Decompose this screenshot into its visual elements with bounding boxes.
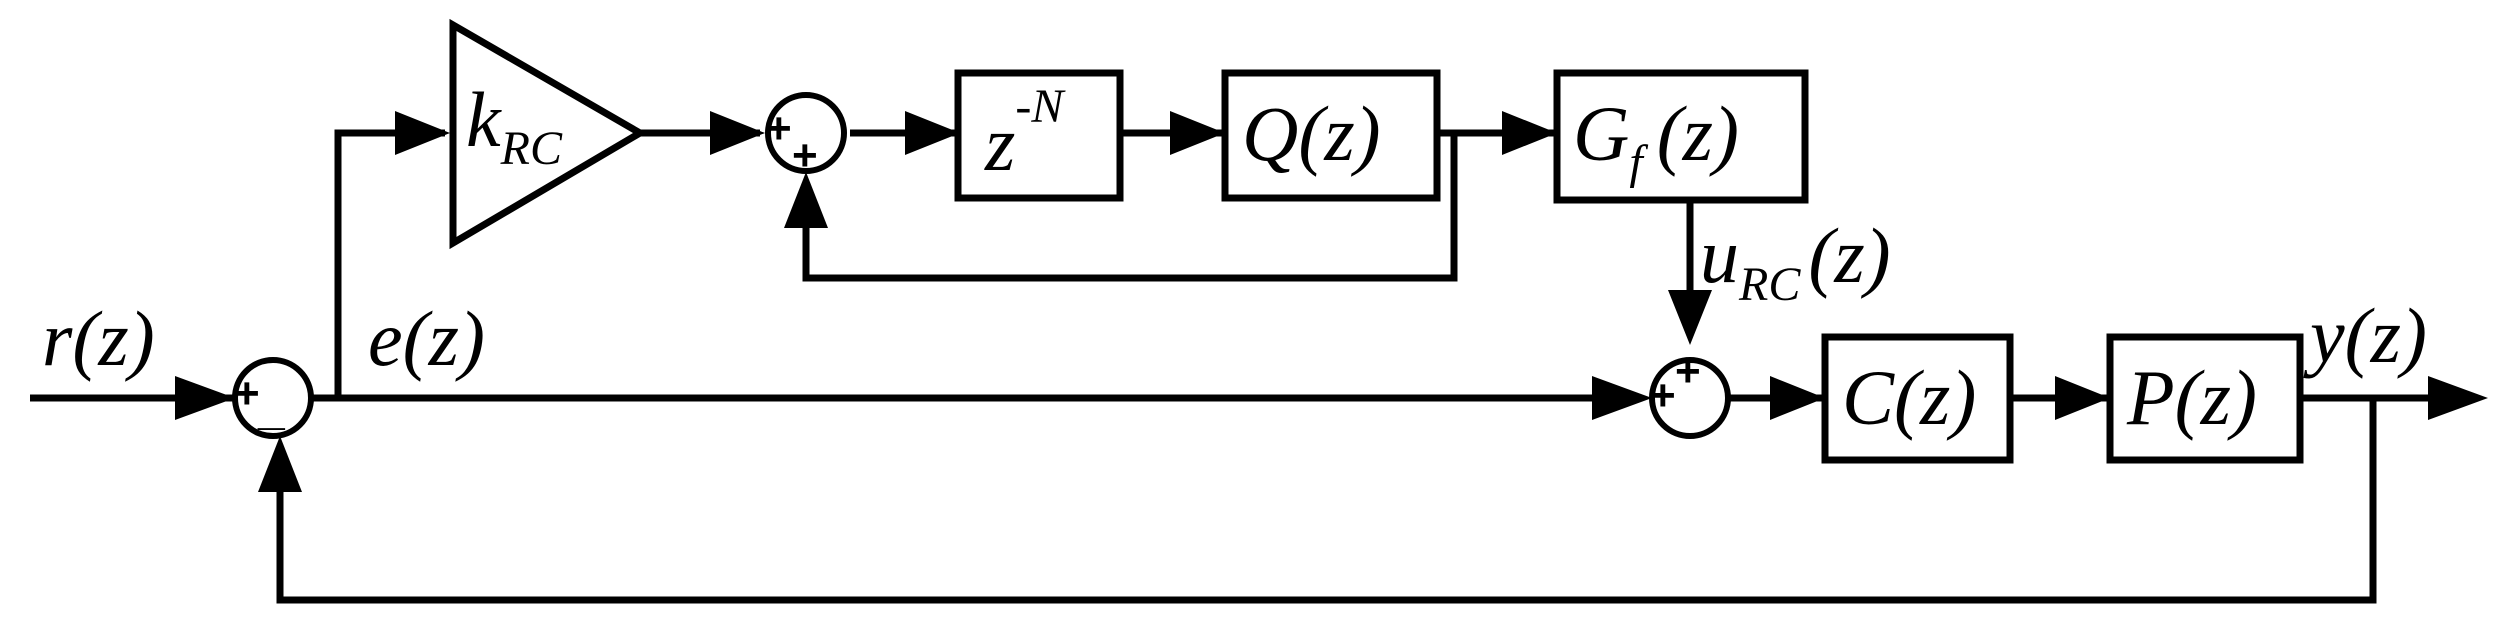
summing-junction-internal: + + — [765, 92, 847, 180]
signal-label-u-rc: uRC(z) — [1700, 212, 1891, 311]
controller-block — [1821, 333, 2014, 464]
summing-junction-error: + _ — [232, 357, 314, 439]
r-arg: (z) — [72, 295, 154, 382]
gf-arg: (z) — [1657, 90, 1739, 177]
r-symbol: r — [42, 295, 73, 382]
q-filter-block — [1221, 69, 1441, 202]
q-name: Q — [1242, 90, 1298, 177]
plant-block — [2106, 333, 2304, 464]
arrow-into-q — [1170, 111, 1225, 155]
gf-compensator-label: Gf(z) — [1573, 90, 1739, 189]
sum2-circle — [765, 92, 847, 174]
arrow-into-sum3-top — [1668, 290, 1712, 345]
sum3-circle — [1649, 357, 1731, 439]
wire-internal-feedback — [802, 133, 1458, 282]
signal-label-r: r(z) — [42, 295, 155, 382]
e-arg: (z) — [403, 295, 485, 382]
delay-exponent: -N — [1015, 80, 1066, 133]
u-symbol: u — [1700, 212, 1739, 299]
p-name: P — [2126, 354, 2175, 441]
arrow-into-gf — [1502, 111, 1557, 155]
sum3-plus-top: + — [1675, 347, 1701, 396]
arrow-into-delay — [905, 111, 960, 155]
arrow-into-sum1 — [175, 376, 235, 420]
q-filter-label: Q(z) — [1242, 90, 1381, 177]
sum1-circle — [232, 357, 314, 439]
arrow-into-sum3-left — [1592, 376, 1652, 420]
arrow-into-sum1-bottom — [258, 436, 302, 492]
sum1-minus-sign: _ — [257, 382, 286, 435]
sum1-plus-sign: + — [234, 369, 260, 418]
y-arg: (z) — [2345, 292, 2427, 379]
arrow-into-sum2 — [710, 111, 765, 155]
signal-label-y: y(z) — [2303, 292, 2427, 379]
delay-block — [954, 69, 1124, 202]
controller-label: C(z) — [1842, 354, 1976, 441]
gain-k: k — [466, 76, 502, 163]
delay-label: z-N — [984, 80, 1066, 187]
gf-compensator-block — [1553, 69, 1809, 204]
u-subscript: RC — [1738, 258, 1801, 311]
arrow-output — [2428, 376, 2488, 420]
gain-label: kRC — [466, 76, 563, 175]
plant-label: P(z) — [2126, 354, 2257, 441]
gf-name: G — [1573, 90, 1629, 177]
arrow-into-p — [2055, 376, 2110, 420]
wire-output-feedback — [276, 398, 2377, 604]
arrow-into-sum2-bottom — [784, 172, 828, 228]
gain-subscript: RC — [500, 122, 563, 175]
delay-base: z — [984, 100, 1015, 187]
arrowheads — [175, 111, 2488, 492]
p-arg: (z) — [2175, 354, 2257, 441]
signal-label-e: e(z) — [368, 295, 485, 382]
sum3-plus-left: + — [1650, 371, 1676, 420]
gain-triangle — [449, 18, 647, 250]
c-name: C — [1842, 354, 1895, 441]
y-symbol: y — [2303, 292, 2345, 379]
signal-wires — [30, 129, 2440, 604]
q-arg: (z) — [1298, 90, 1380, 177]
e-symbol: e — [368, 295, 403, 382]
sum2-plus-top: + — [766, 104, 792, 153]
u-arg: (z) — [1808, 212, 1890, 299]
sum2-plus-bottom: + — [792, 131, 818, 180]
arrow-into-gain — [395, 111, 450, 155]
arrow-into-c — [1770, 376, 1825, 420]
summing-junction-plug-in: + + — [1649, 347, 1731, 439]
c-arg: (z) — [1894, 354, 1976, 441]
